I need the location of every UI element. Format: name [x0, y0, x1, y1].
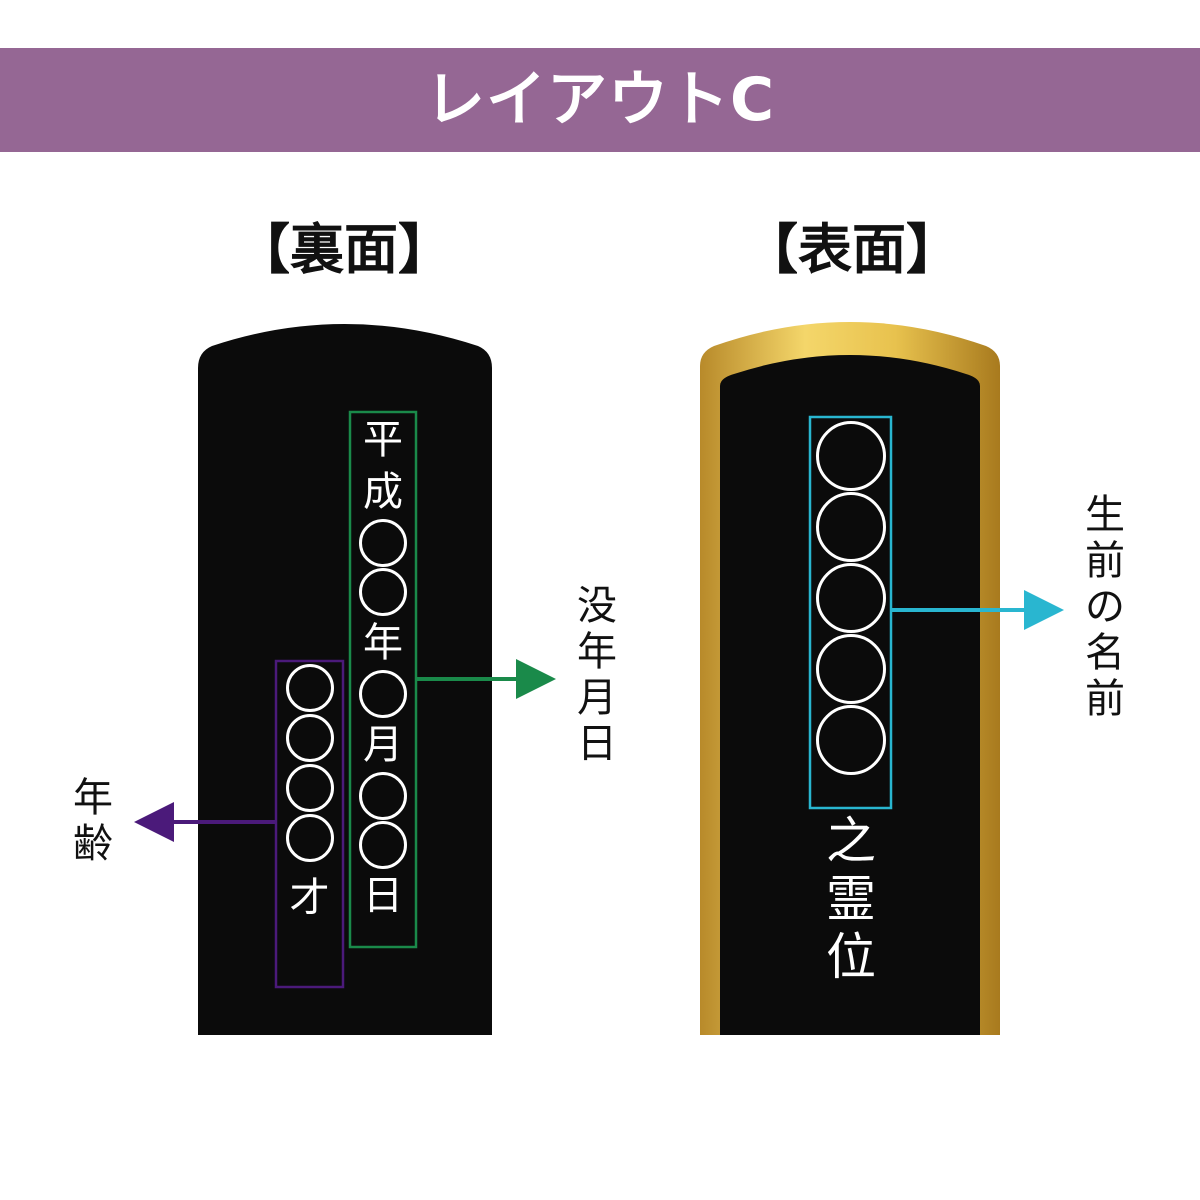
name-label-char: 前 — [1085, 538, 1125, 584]
age-column-placeholder-circle — [285, 714, 334, 762]
date-label-char: 年 — [577, 629, 617, 675]
date-column-char: 日 — [363, 873, 403, 919]
age-column-char: 才 — [289, 875, 330, 921]
suffix-column: 之霊位 — [814, 812, 888, 986]
date-column-placeholder-circle — [359, 670, 407, 718]
name-column-placeholder-circle — [816, 705, 886, 775]
date-column: 平成年月日 — [355, 414, 411, 922]
suffix-char: 霊 — [826, 870, 876, 928]
date-column-char: 年 — [363, 620, 403, 666]
name-frame — [808, 415, 893, 810]
age-column-placeholder-circle — [285, 764, 334, 812]
date-column-placeholder-circle — [359, 772, 407, 820]
date-label-char: 没 — [577, 583, 617, 629]
date-column-char: 平 — [363, 417, 403, 463]
name-column-placeholder-circle — [816, 492, 886, 562]
date-label-char: 月 — [577, 675, 617, 721]
name-in-life-label: 生前の名前 — [1080, 492, 1130, 722]
title-banner: レイアウトC — [0, 48, 1200, 152]
date-column-char: 成 — [363, 469, 403, 515]
name-label-char: 前 — [1085, 676, 1125, 722]
name-label-char: の — [1085, 584, 1125, 630]
age-frame — [274, 659, 345, 989]
suffix-char: 之 — [826, 812, 876, 870]
age-column-placeholder-circle — [285, 814, 334, 862]
age-column-placeholder-circle — [285, 664, 334, 712]
name-column-placeholder-circle — [816, 421, 886, 491]
name-column-placeholder-circle — [816, 563, 886, 633]
front-side-heading: 【表面】 — [744, 218, 960, 281]
date-frame — [348, 410, 418, 949]
name-column-placeholder-circle — [816, 634, 886, 704]
age-label-char: 齢 — [73, 821, 113, 867]
age-label: 年齢 — [68, 775, 118, 867]
date-of-death-label: 没年月日 — [572, 583, 622, 767]
age-label-char: 年 — [73, 775, 113, 821]
date-column-placeholder-circle — [359, 821, 407, 869]
name-label-char: 生 — [1085, 492, 1125, 538]
name-label-char: 名 — [1085, 630, 1125, 676]
banner-title: レイアウトC — [424, 65, 776, 135]
date-column-placeholder-circle — [359, 568, 407, 616]
name-column — [814, 420, 888, 776]
date-label-char: 日 — [577, 721, 617, 767]
back-tablet — [198, 324, 492, 1035]
back-side-heading: 【裏面】 — [236, 218, 452, 281]
age-column: 才 — [280, 662, 339, 924]
suffix-char: 位 — [826, 928, 876, 986]
date-column-placeholder-circle — [359, 519, 407, 567]
date-column-char: 月 — [363, 722, 403, 768]
